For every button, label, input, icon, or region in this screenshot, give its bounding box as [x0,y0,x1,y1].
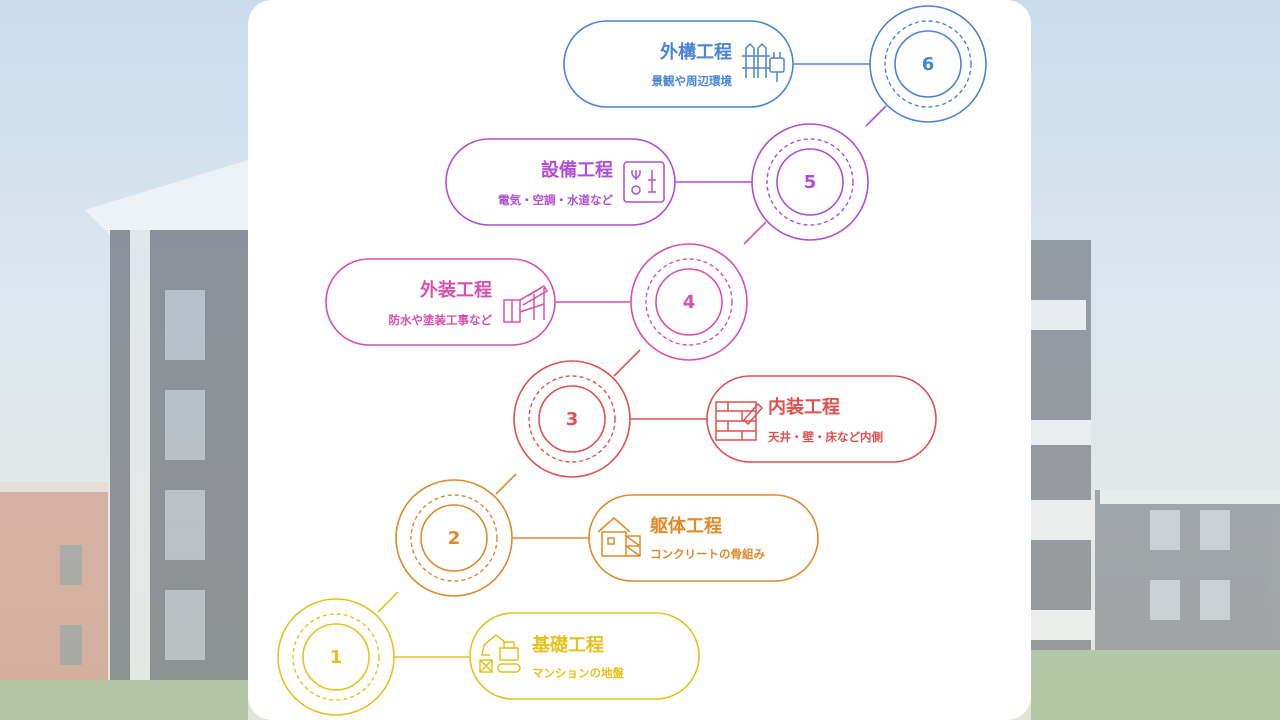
step-6-inner-ring [894,30,962,98]
step-4-dashed-ring [645,258,733,346]
step-3-title: 内装工程 [768,396,840,418]
step-5-dashed-ring [766,138,854,226]
step-2-subtitle: コンクリートの骨組み [650,547,765,561]
excavator-icon [479,634,521,673]
step-5-title: 設備工程 [541,159,613,181]
step-6-box [563,20,794,108]
fence-plug-icon [742,42,785,82]
step-1-inner-ring [302,623,370,691]
connector-1-2 [377,591,399,613]
step-3-subtitle: 天井・壁・床など内側 [768,430,883,444]
step-6-dashed-ring [884,20,972,108]
step-6: 6 外構工程 景観や周辺環境 [563,5,987,123]
step-2-box [588,494,819,582]
connector-5-6 [865,105,887,127]
electrical-panel-icon [623,161,665,203]
step-5-number: 5 [804,172,817,193]
step-4-box [325,258,556,346]
step-2-title: 躯体工程 [649,515,722,537]
step-5-subtitle: 電気・空調・水道など [498,193,613,207]
step-6-number: 6 [922,54,935,75]
step-1-box [469,612,700,700]
step-3-number: 3 [566,409,579,430]
step-1-dashed-ring [292,613,380,701]
connector-3-4 [613,349,641,377]
step-4-subtitle: 防水や塗装工事など [389,313,493,327]
step-3: 3 内装工程 天井・壁・床など内側 [513,360,937,478]
step-1-subtitle: マンションの地盤 [532,666,624,680]
step-4: 4 外装工程 防水や塗装工事など [325,243,748,361]
step-3-box [706,375,937,463]
diagram-card [248,0,1031,720]
step-3-dashed-ring [528,375,616,463]
step-5: 5 設備工程 電気・空調・水道など [445,123,869,241]
step-3-inner-ring [538,385,606,453]
step-2-dashed-ring [410,494,498,582]
step-4-title: 外装工程 [420,279,492,301]
step-6-subtitle: 景観や周辺環境 [651,74,733,88]
connector-2-3 [495,473,517,495]
step-6-title: 外構工程 [660,41,732,63]
step-2-number: 2 [448,528,461,549]
step-4-number: 4 [683,292,696,313]
scaffold-slide-icon [503,284,549,323]
step-1: 1 基礎工程 マンションの地盤 [277,598,700,716]
house-frame-scaffold-icon [597,517,641,557]
step-5-inner-ring [776,148,844,216]
step-1-title: 基礎工程 [531,634,604,656]
step-2-inner-ring [420,504,488,572]
step-2: 2 躯体工程 コンクリートの骨組み [395,479,819,597]
step-4-inner-ring [655,268,723,336]
connector-4-5 [743,221,767,245]
brick-wall-trowel-icon [715,401,764,441]
step-1-number: 1 [330,647,343,668]
step-5-box [445,138,676,226]
